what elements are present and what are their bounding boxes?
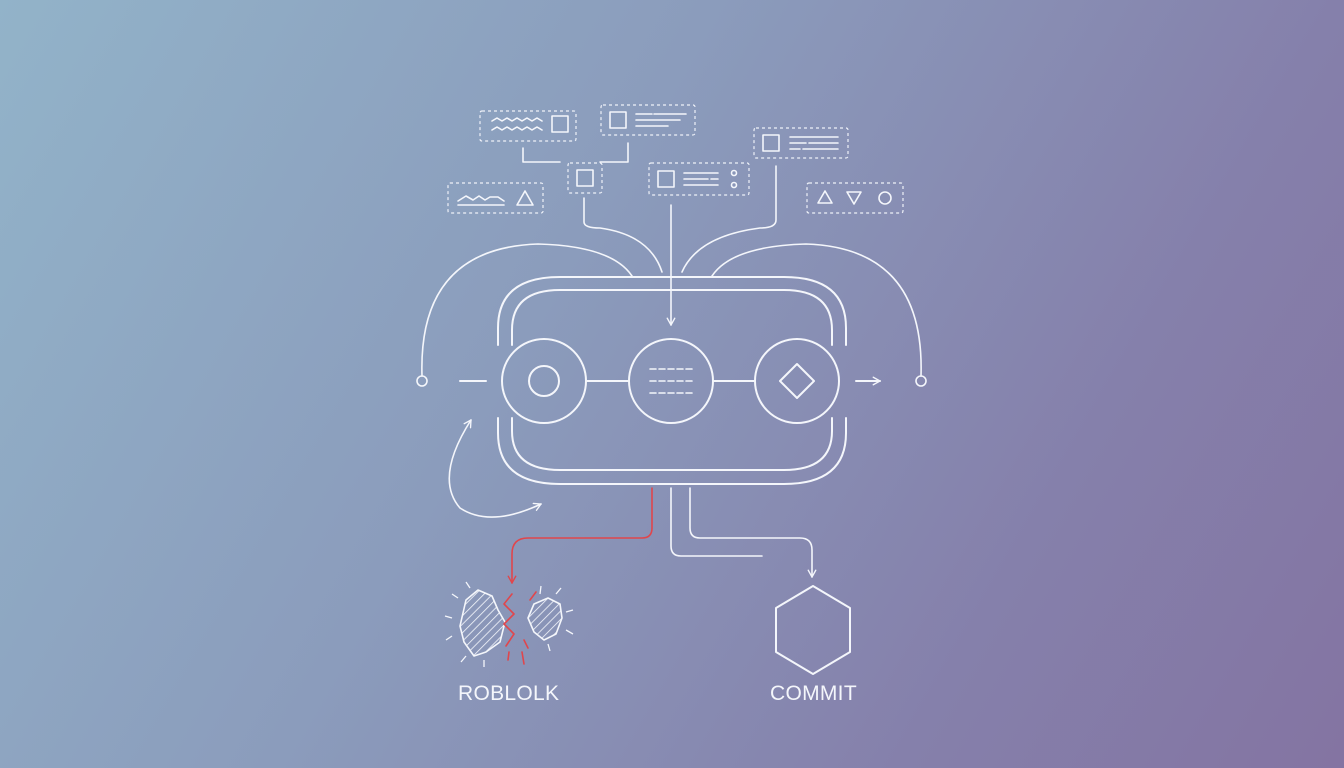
text-lines-icon xyxy=(789,136,839,150)
wave-icon xyxy=(491,117,543,122)
input-card-square-text-right xyxy=(753,127,849,159)
square-icon xyxy=(551,115,569,133)
diamond-icon xyxy=(779,363,815,399)
input-card-square xyxy=(567,162,603,194)
failure-path xyxy=(507,487,653,584)
dot-icon xyxy=(730,169,738,177)
square-icon xyxy=(609,111,627,129)
input-card-square-text xyxy=(600,104,696,136)
wave-icon xyxy=(457,195,505,202)
inverted-triangle-icon xyxy=(846,191,862,205)
square-icon xyxy=(576,169,594,187)
hexagon-icon xyxy=(775,585,851,675)
square-icon xyxy=(657,170,675,188)
lines-icon xyxy=(649,368,693,394)
broken-gear-icon xyxy=(444,581,574,667)
circle-icon xyxy=(528,365,560,397)
side-arcs xyxy=(416,243,927,387)
pipeline-stages xyxy=(459,338,881,424)
text-lines-icon xyxy=(635,113,687,127)
text-lines-icon xyxy=(683,172,719,186)
success-path-outer xyxy=(670,487,763,557)
stage-one xyxy=(501,338,587,424)
input-card-shapes xyxy=(806,182,904,214)
circle-icon xyxy=(878,191,892,205)
stage-three xyxy=(754,338,840,424)
square-icon xyxy=(762,134,780,152)
failure-outcome-label: ROBLOLK xyxy=(458,682,560,705)
input-card-wave-triangle xyxy=(447,182,544,214)
triangle-icon xyxy=(516,190,534,206)
success-outcome-label: COMMIT xyxy=(770,682,857,705)
right-endpoint xyxy=(915,375,927,387)
triangle-icon xyxy=(817,190,833,204)
input-card-square-text-dots xyxy=(648,162,750,196)
card-connectors xyxy=(522,142,777,326)
input-card-wave-square xyxy=(479,110,577,142)
success-path xyxy=(689,487,817,578)
left-endpoint xyxy=(416,375,428,387)
retry-loop-arrow xyxy=(448,419,542,518)
